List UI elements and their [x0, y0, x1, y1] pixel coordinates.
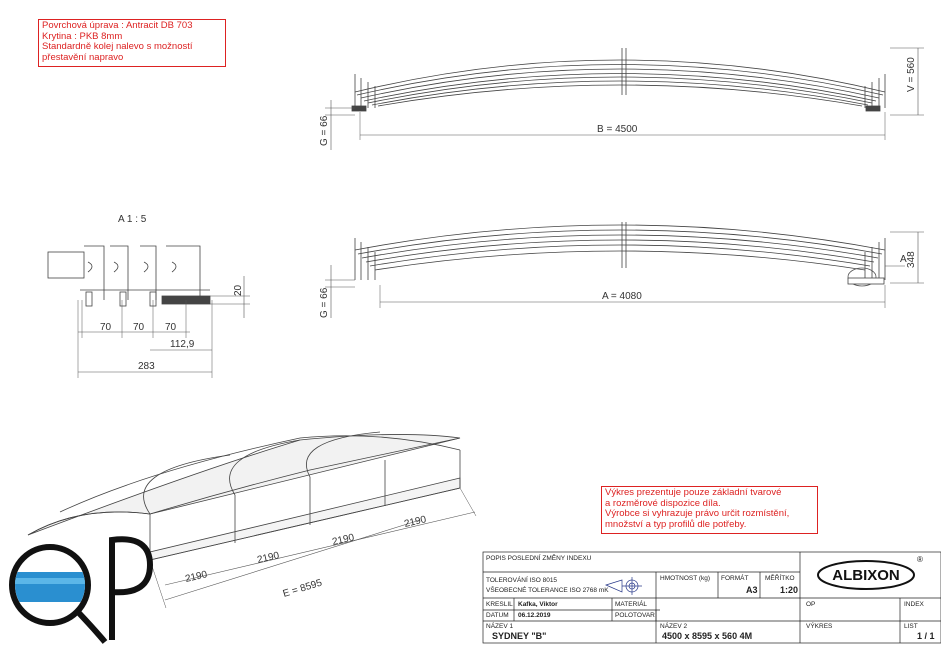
- albixon-logo: ALBIXON ®: [817, 555, 923, 590]
- drawn-value: Kafka, Viktor: [518, 601, 558, 608]
- op-label: OP: [806, 601, 816, 608]
- iso-segment-3: 2190: [331, 532, 356, 548]
- note-line: Výkres prezentuje pouze základní tvarové: [605, 487, 782, 498]
- dim-front-height: V = 560: [906, 57, 917, 92]
- iso-segment-4: 2190: [403, 514, 428, 530]
- note-line: a rozměrové dispozice díla.: [605, 497, 721, 509]
- scale-label: MĚŘÍTKO: [765, 575, 795, 582]
- format-label: FORMÁT: [721, 575, 749, 582]
- detail-title: A 1 : 5: [118, 214, 147, 225]
- name1-label: NÁZEV 1: [486, 623, 514, 630]
- note-line: Krytina : PKB 8mm: [42, 30, 123, 42]
- material-note: Povrchová úprava : Antracit DB 703 Kryti…: [38, 19, 226, 67]
- rear-marker-label: A: [900, 254, 907, 265]
- qp-logo: [9, 536, 154, 644]
- detail-height: 20: [233, 284, 244, 296]
- iso-segment-1: 2190: [184, 569, 209, 585]
- note-line: Standardně kolej nalevo s možností: [42, 41, 193, 52]
- dim-rear-rail: G = 66: [319, 287, 330, 318]
- dim-rear-width: A = 4080: [602, 291, 642, 302]
- projection-icon: [605, 577, 642, 595]
- sheet-label: LIST: [904, 623, 918, 630]
- brand-mark: ®: [917, 555, 923, 564]
- name2-value: 4500 x 8595 x 560 4M: [662, 631, 753, 641]
- dim-front-width: B = 4500: [597, 124, 638, 135]
- disclaimer-note: Výkres prezentuje pouze základní tvarové…: [601, 486, 818, 534]
- front-elevation: [325, 47, 924, 150]
- isometric-view: [27, 431, 477, 609]
- detail-spacing-2: 70: [133, 322, 145, 333]
- format-value: A3: [746, 585, 758, 595]
- revision-header: POPIS POSLEDNÍ ZMĚNY INDEXU: [486, 555, 592, 562]
- name2-label: NÁZEV 2: [660, 623, 688, 630]
- semi-product-label: POLOTOVAR: [615, 612, 655, 619]
- detail-spacing-3: 70: [165, 322, 177, 333]
- scale-value: 1:20: [780, 585, 799, 595]
- material-label: MATERIÁL: [615, 601, 648, 608]
- drawn-label: KRESLIL: [486, 601, 513, 608]
- note-line: množství a typ profilů dle potřeby.: [605, 518, 747, 530]
- mass-label: HMOTNOST (kg): [660, 575, 711, 582]
- note-line: Povrchová úprava : Antracit DB 703: [42, 20, 193, 31]
- iso-length: E = 8595: [282, 577, 324, 599]
- iso-segment-2: 2190: [256, 550, 281, 566]
- tolerance-general: VŠEOBECNÉ TOLERANCE ISO 2768 mK: [486, 587, 609, 594]
- date-label: DATUM: [486, 612, 509, 619]
- detail-spacing-1: 70: [100, 322, 112, 333]
- name1-value: SYDNEY "B": [492, 631, 547, 641]
- date-value: 06.12.2019: [518, 612, 551, 619]
- sheet-value: 1 / 1: [917, 631, 935, 641]
- title-block: [482, 551, 941, 644]
- note-line: přestavění napravo: [42, 51, 124, 63]
- note-line: Výrobce si vyhrazuje právo určit rozmíst…: [605, 508, 790, 519]
- detail-a: [47, 245, 250, 378]
- dim-front-rail: G = 66: [319, 115, 330, 146]
- dim-rear-height: 348: [906, 251, 917, 268]
- detail-offset: 112,9: [170, 339, 195, 350]
- brand-name: ALBIXON: [832, 567, 900, 584]
- detail-total: 283: [138, 361, 155, 372]
- index-label: INDEX: [904, 601, 924, 608]
- drawing-label: VÝKRES: [806, 623, 833, 630]
- tolerance-standard: TOLEROVÁNÍ ISO 8015: [486, 577, 558, 584]
- rear-elevation: [325, 222, 924, 318]
